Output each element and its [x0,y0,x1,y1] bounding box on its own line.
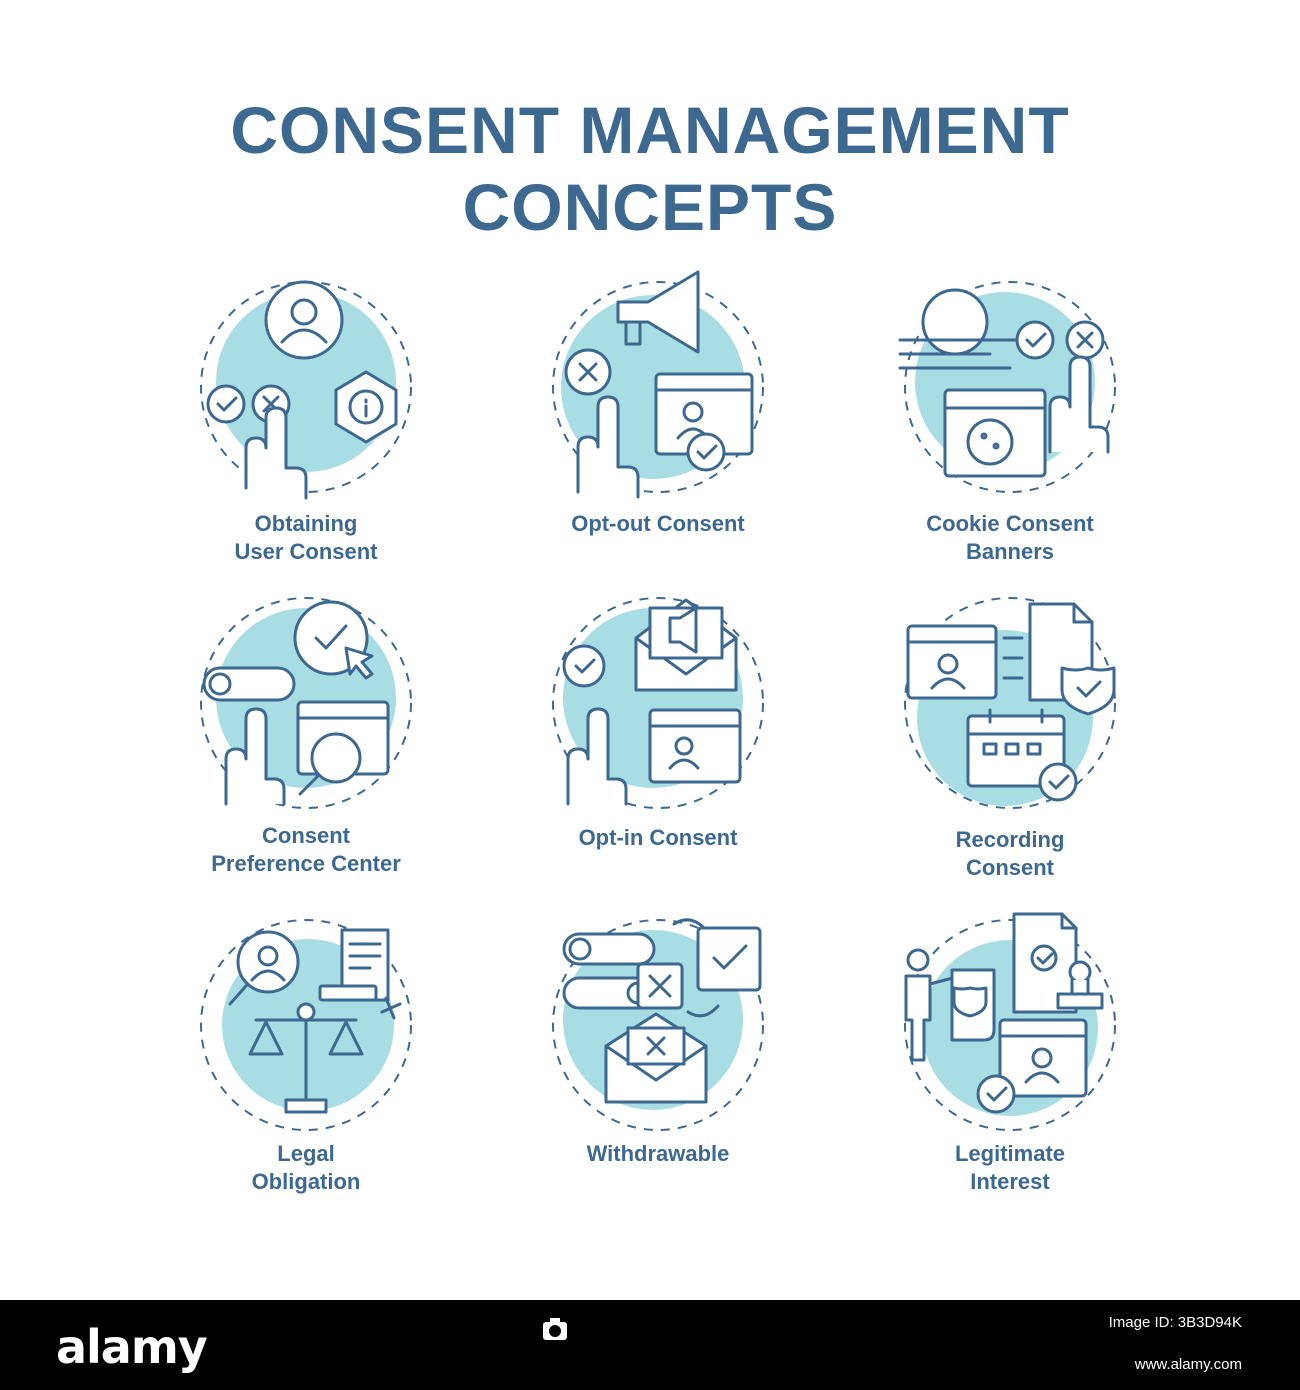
label-line-2: Interest [970,1169,1050,1194]
label-line-2: Preference Center [211,851,401,876]
concept-label: Consent Preference Center [136,822,476,878]
label-line-1: Cookie Consent [926,511,1094,536]
title-line-1: CONSENT MANAGEMENT [230,93,1070,167]
concept-label: Cookie Consent Banners [840,510,1180,566]
label-line-1: Withdrawable [586,1141,730,1166]
label-line-1: Recording [955,827,1065,852]
label-line-1: Opt-out Consent [571,511,745,536]
concept-label: Obtaining User Consent [136,510,476,566]
megaphone-icon [488,262,828,502]
brand-logo[interactable]: alamy [56,1320,208,1374]
concept-label: Legitimate Interest [840,1140,1180,1196]
label-line-1: Legitimate [954,1141,1066,1166]
label-line-1: Consent [262,823,350,848]
scales-icon [136,900,476,1140]
label-line-2: Obligation [251,1169,361,1194]
label-line-2: User Consent [234,539,378,564]
toggle-icon [488,900,828,1140]
label-line-1: Opt-in Consent [578,825,738,850]
label-line-1: Obtaining [254,511,358,536]
image-id: Image ID: 3B3D94K [1108,1314,1242,1331]
stamp-icon [840,900,1180,1140]
document-shield-icon [840,578,1180,818]
title-line-2: CONCEPTS [462,170,838,244]
camera-icon [540,1314,570,1344]
concept-label: Withdrawable [488,1140,828,1168]
label-line-2: Consent [966,855,1054,880]
label-line-1: Legal [277,1141,335,1166]
concept-label: Recording Consent [840,826,1180,882]
concept-label: Legal Obligation [136,1140,476,1196]
footer-bar: alamy Image ID: 3B3D94K www.alamy.com [0,1300,1300,1390]
concept-label: Opt-in Consent [488,824,828,852]
footer-url[interactable]: www.alamy.com [1134,1356,1242,1373]
cookie-icon [840,262,1180,502]
concept-label: Opt-out Consent [488,510,828,538]
envelope-icon [488,578,828,818]
gear-user-icon [136,262,476,502]
poster: CONSENT MANAGEMENT CONCEPTS Obtain [0,92,1300,1196]
page-title: CONSENT MANAGEMENT CONCEPTS [0,92,1300,246]
gear-check-icon [136,578,476,818]
label-line-2: Banners [965,539,1055,564]
